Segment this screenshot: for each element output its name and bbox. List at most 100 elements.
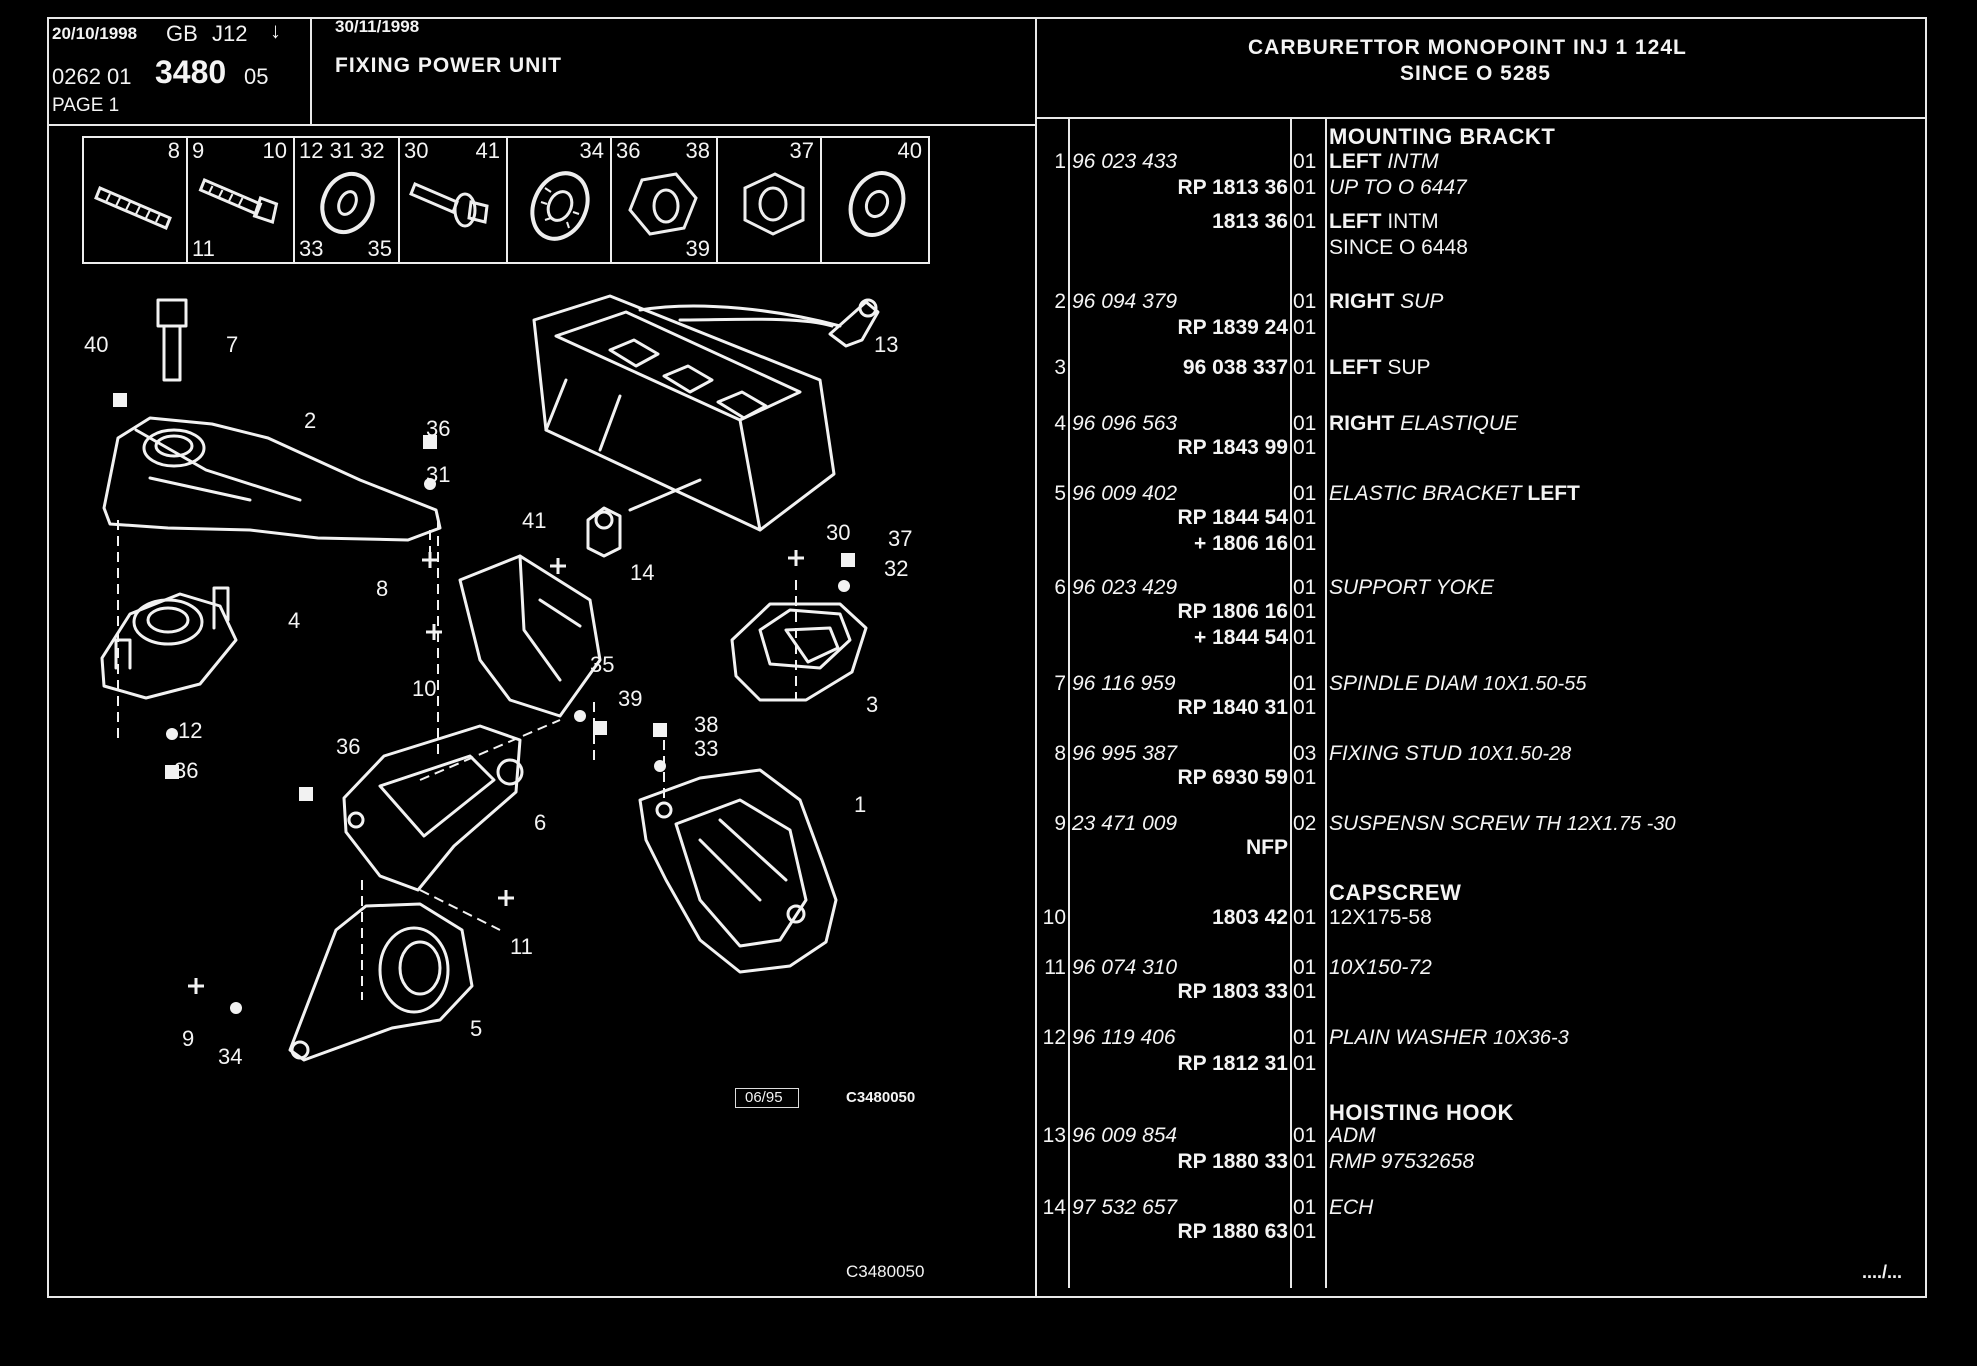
- part-quantity: 01: [1293, 626, 1317, 649]
- part-reference: 97 532 657: [1072, 1196, 1178, 1219]
- part-quantity: 01: [1293, 1026, 1317, 1049]
- callout-number: 41: [522, 508, 547, 533]
- arrow-down-icon: ↓: [270, 18, 281, 43]
- fastener-number: 40: [897, 138, 922, 163]
- callout-number: 31: [426, 462, 451, 487]
- part-index: 6: [1054, 576, 1066, 599]
- fastener-number: 10: [262, 138, 287, 163]
- part-description: SUSPENSN SCREW TH 12X1.75 -30: [1329, 812, 1676, 835]
- fastener-flangebolt-icon: [409, 182, 489, 228]
- header-ref-main: 3480: [155, 54, 227, 90]
- part-quantity: 01: [1293, 766, 1317, 789]
- parts-row: NFP: [1040, 836, 1920, 860]
- fastener-washer2-icon: [530, 171, 590, 241]
- part-quantity: 01: [1293, 600, 1317, 623]
- part-index: 10: [1042, 906, 1066, 929]
- part-quantity: 01: [1293, 482, 1317, 505]
- part-rp-reference: RP 1806 16: [1177, 600, 1288, 623]
- part-rp-reference: RP 6930 59: [1177, 766, 1288, 789]
- callout-number: 39: [618, 686, 643, 711]
- part-description: SUPPORT YOKE: [1329, 576, 1494, 599]
- stamp-date: 06/95: [745, 1089, 783, 1106]
- part-quantity: 01: [1293, 532, 1317, 555]
- part-quantity: 01: [1293, 980, 1317, 1003]
- part-quantity: 02: [1293, 812, 1317, 835]
- sheet-frame: [47, 17, 1927, 1298]
- part-quantity: 01: [1293, 1196, 1317, 1219]
- part-index: 12: [1042, 1026, 1066, 1049]
- part-quantity: 01: [1293, 906, 1317, 929]
- col-rule-3: [1325, 118, 1327, 1288]
- parts-section-title: HOISTING HOOK: [1329, 1100, 1514, 1125]
- header-rule-right: [1035, 117, 1927, 119]
- callout-number: 7: [226, 332, 239, 357]
- callout-number: 32: [884, 556, 909, 581]
- callout-number: 1: [854, 792, 867, 817]
- fastener-washer3-icon: [848, 171, 906, 237]
- part-index: 13: [1042, 1124, 1066, 1147]
- part-reference: 96 995 387: [1072, 742, 1178, 765]
- part-description: SPINDLE DIAM 10X1.50-55: [1329, 672, 1587, 695]
- part-quantity: 03: [1293, 742, 1317, 765]
- part-rp-reference: 1813 36: [1212, 210, 1288, 233]
- stamp-ref: C3480050: [846, 1089, 916, 1106]
- stamp-box: [735, 1088, 799, 1108]
- fastener-washer-icon: [320, 171, 375, 235]
- fastener-number: 38: [685, 138, 710, 163]
- part-rp-reference: RP 1840 31: [1177, 696, 1288, 719]
- callout-number: 14: [630, 560, 655, 585]
- part-quantity: 01: [1293, 696, 1317, 719]
- part-description: ELASTIC BRACKET LEFT: [1329, 482, 1580, 505]
- fastener-cell: 37: [718, 136, 822, 264]
- part-index: 3: [1054, 356, 1066, 379]
- footer-ref: C3480050: [846, 1262, 925, 1281]
- parts-row: SINCE O 6448: [1040, 236, 1920, 260]
- part-rp-reference: NFP: [1246, 836, 1288, 859]
- callout-number: 36: [336, 734, 361, 759]
- callout-number: 35: [590, 652, 615, 677]
- callout-number: 34: [218, 1044, 243, 1069]
- part-reference: 96 074 310: [1072, 956, 1178, 979]
- parts-row: 14 97 532 657 01 ECH: [1040, 1196, 1920, 1220]
- part-description: ECH: [1329, 1196, 1374, 1219]
- part-quantity: 01: [1293, 956, 1317, 979]
- fastener-stud-icon: [94, 186, 172, 230]
- part-index: 7: [1054, 672, 1066, 695]
- callout-number: 13: [874, 332, 899, 357]
- part-index: 4: [1054, 412, 1066, 435]
- part-description: LEFT INTM: [1329, 210, 1439, 233]
- model-line-1: CARBURETTOR MONOPOINT INJ 1 124L: [1248, 36, 1687, 59]
- part-quantity: 01: [1293, 1052, 1317, 1075]
- part-rp-reference: RP 1839 24: [1177, 316, 1288, 339]
- part-quantity: 01: [1293, 1220, 1317, 1243]
- part-rp-reference: RP 1880 63: [1177, 1220, 1288, 1243]
- part-index: 14: [1042, 1196, 1066, 1219]
- part-reference: 96 096 563: [1072, 412, 1178, 435]
- part-description: UP TO O 6447: [1329, 176, 1467, 199]
- part-reference: 96 094 379: [1072, 290, 1178, 313]
- part-rp-reference: RP 1803 33: [1177, 980, 1288, 1003]
- part-index: 5: [1054, 482, 1066, 505]
- callout-number: 3: [866, 692, 879, 717]
- part-quantity: 01: [1293, 316, 1317, 339]
- fastener-number: 11: [192, 236, 215, 261]
- part-description: RMP 97532658: [1329, 1150, 1475, 1173]
- part-description: LEFT INTM: [1329, 150, 1439, 173]
- col-rule-1: [1068, 118, 1070, 1288]
- part-rp-reference: RP 1880 33: [1177, 1150, 1288, 1173]
